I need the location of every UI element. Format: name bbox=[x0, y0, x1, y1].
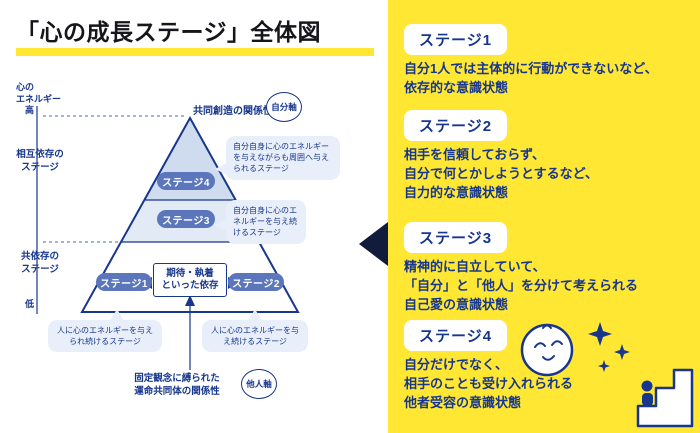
panel-stage2-badge: ステージ2 bbox=[404, 110, 508, 141]
energy-axis-label: 心の エネルギー bbox=[16, 82, 62, 104]
callout-s1-pointer bbox=[110, 309, 124, 321]
callout-s2-pointer bbox=[248, 309, 262, 321]
dependence-box: 期待・執着 といった依存 bbox=[153, 263, 227, 297]
pyramid-stage3-pill: ステージ3 bbox=[157, 210, 215, 228]
callout-stage2: 人に心のエネルギーを与え続けるステージ bbox=[202, 320, 308, 353]
pyramid-stage4-pill: ステージ4 bbox=[157, 172, 215, 190]
region-codependence-label: 共依存の ステージ bbox=[20, 251, 59, 276]
apex-label: 共同創造の関係性 bbox=[193, 106, 273, 117]
callout-stage3: 自分自身に心のエネルギーを与え続けるステージ bbox=[226, 200, 306, 244]
callout-s3-pointer bbox=[215, 219, 227, 231]
smiling-face-icon bbox=[520, 323, 574, 377]
panel-stage4-text: 自分だけでなく、 相手のことも受け入れられる 他者受容の意識状態 bbox=[404, 357, 574, 410]
panel-stage1-badge: ステージ1 bbox=[404, 24, 508, 55]
title-underline bbox=[16, 48, 374, 56]
panel-stage4-badge: ステージ4 bbox=[404, 320, 508, 351]
pyramid-stage1-pill: ステージ1 bbox=[96, 273, 152, 291]
stairs-climb-icon bbox=[636, 368, 694, 428]
arrow-up-icon bbox=[185, 295, 195, 306]
panel-stage1-text: 自分1人では主体的に行動ができないなど、 依存的な意識状態 bbox=[404, 61, 658, 95]
panel-stage2-text: 相手を信頼しておらず、 自分で何とかしようとするなど、 自力的な意識状態 bbox=[404, 147, 598, 200]
callout-stage4: 自分自身に心のエネルギーを与えながらも周囲へ与えられるステージ bbox=[226, 136, 340, 180]
panel-stage3-text: 精神的に自立していて、 「自分」と「他人」を分けて考えられる 自己愛の意識状態 bbox=[404, 259, 639, 312]
callout-stage1: 人に心のエネルギーを与えられ続けるステージ bbox=[48, 320, 162, 353]
callout-s4-pointer bbox=[215, 163, 227, 175]
region-interdependence-label: 相互依存の ステージ bbox=[16, 149, 64, 174]
axis-low-label: 低 bbox=[25, 299, 35, 309]
panel-stage3-badge: ステージ3 bbox=[404, 222, 508, 253]
bottom-relationship-label: 固定観念に縛られた 運命共同体の関係性 bbox=[134, 373, 220, 398]
sparkles-icon bbox=[588, 322, 630, 372]
other-axis-badge: 他人軸 bbox=[241, 369, 277, 399]
axis-high-label: 高 bbox=[25, 105, 35, 115]
pyramid-stage2-pill: ステージ2 bbox=[228, 273, 284, 291]
page-title: 「心の成長ステージ」全体図 bbox=[16, 19, 322, 45]
panel-pointer-icon bbox=[359, 222, 388, 266]
self-axis-badge: 自分軸 bbox=[266, 92, 302, 122]
